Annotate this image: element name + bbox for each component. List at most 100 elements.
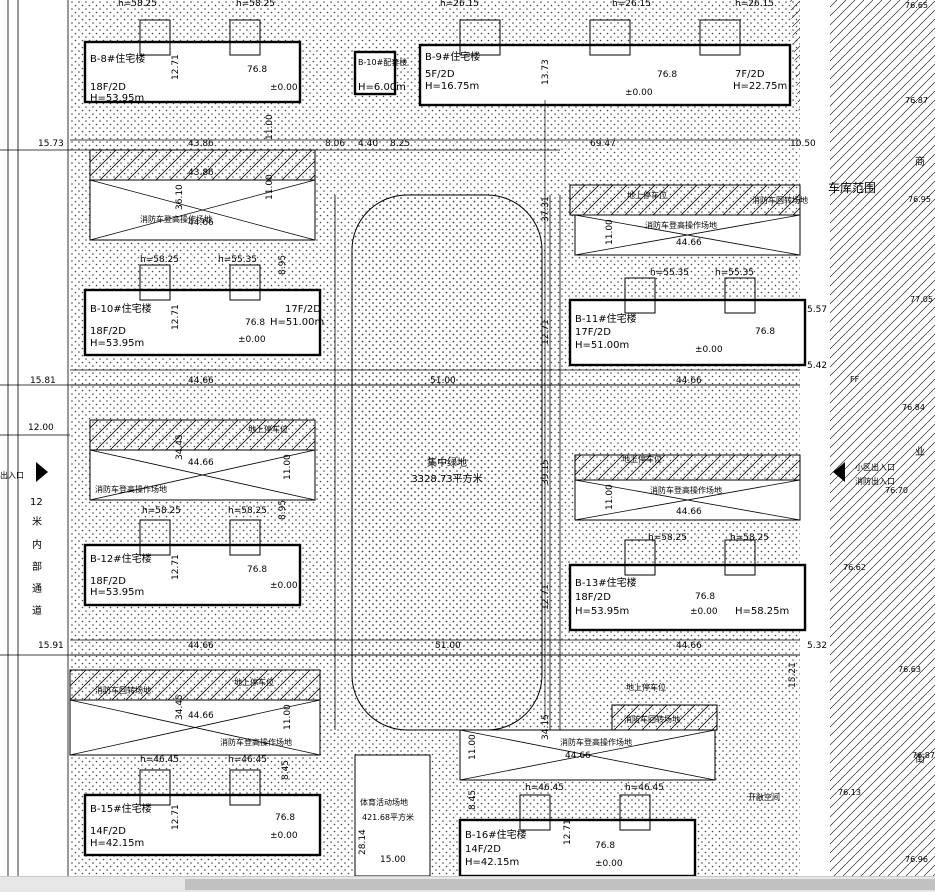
dim-text: 36.10 [175, 184, 185, 210]
elev-text: 76.65 [905, 1, 928, 10]
fire-op-label: 消防车登高操作场地 [650, 485, 722, 495]
entrance-left-label: 出入口 [0, 470, 24, 480]
substation-b10: B-10#配套楼 H=6.00m [353, 50, 407, 96]
ground-parking-label: 地上停车位 [626, 682, 666, 692]
green-area: 3328.73平方米 [411, 472, 482, 485]
sports-area: 体育活动场地 421.68平方米 [354, 754, 431, 877]
b16-level: 76.8 [595, 841, 615, 851]
dim-text: 8.45 [468, 790, 478, 810]
elev-text: 77.05 [910, 295, 933, 304]
b16-zero: ±0.00 [595, 859, 623, 869]
b12-zero: ±0.00 [270, 581, 298, 591]
road-char: 12 [30, 497, 43, 508]
entrance-right-arrow [833, 462, 845, 482]
b9-h-mid: h=26.15 [612, 0, 651, 9]
dim-text: 11.00 [605, 219, 615, 245]
dim-text: 69.47 [590, 139, 616, 149]
b10-floors: 18F/2D [90, 326, 126, 337]
street-char: 街 [915, 752, 925, 765]
b8-h-left: h=58.25 [118, 0, 157, 9]
dim-text: 4.40 [358, 139, 378, 149]
dim-text: 11.00 [283, 454, 293, 480]
dim-text: 44.66 [565, 751, 591, 761]
dim-text: 51.00 [430, 376, 456, 386]
substation-height: H=6.00m [358, 82, 406, 93]
building-b15: B-15#住宅楼 14F/2D H=42.15m h=46.45 h=46.45… [83, 755, 322, 857]
b12-floors: 18F/2D [90, 576, 126, 587]
elev-text: 76.96 [905, 855, 928, 864]
entrance-right-label-1: 小区出入口 [855, 462, 895, 472]
dim-text: 28.14 [358, 829, 368, 855]
b13-h-right: h=58.25 [730, 533, 769, 543]
dim-text: 43.86 [188, 168, 214, 178]
b10-h-right: h=55.35 [218, 255, 257, 265]
dim-text: 8.95 [278, 500, 288, 520]
b9-level: 76.8 [657, 70, 677, 80]
dim-text: 39.15 [541, 459, 551, 485]
scrollbar-thumb[interactable] [185, 879, 935, 890]
elev-text: 76.84 [902, 403, 925, 412]
ground-parking-label: 地上停车位 [248, 424, 288, 434]
elev-text: 76.63 [898, 665, 921, 674]
dim-text: 12.71 [563, 819, 573, 845]
b16-floors: 14F/2D [465, 844, 501, 855]
dim-text: 5.42 [807, 361, 827, 371]
dim-text: 11.00 [283, 704, 293, 730]
elevation-texts: 76.65 76.87 76.95 77.05 76.84 76.70 76.6… [838, 1, 935, 864]
dim-text: 44.66 [188, 376, 214, 386]
dim-text: 8.45 [281, 760, 291, 780]
dim-text: 44.66 [188, 458, 214, 468]
building-b10: B-10#住宅楼 18F/2D H=53.95m 17F/2D H=51.00m… [83, 255, 324, 357]
dim-text: 8.25 [390, 139, 410, 149]
fire-turn-label: 消防车回转场地 [95, 685, 151, 695]
b11-h-right: h=55.35 [715, 268, 754, 278]
b15-height: H=42.15m [90, 838, 144, 849]
ground-parking-label: 地上停车位 [627, 190, 667, 200]
b16-h-left: h=46.45 [525, 783, 564, 793]
b15-floors: 14F/2D [90, 826, 126, 837]
entrance-right-label-2: 消防出入口 [855, 476, 895, 486]
b13-floors: 18F/2D [575, 592, 611, 603]
dim-text: 44.66 [676, 238, 702, 248]
street-char: 业 [915, 446, 925, 458]
b11-level: 76.8 [755, 327, 775, 337]
b15-h-left: h=46.45 [140, 755, 179, 765]
b16-name: B-16#住宅楼 [465, 828, 527, 841]
b10-h-left: h=58.25 [140, 255, 179, 265]
green-title: 集中绿地 [427, 456, 467, 469]
dim-text: 12.71 [171, 54, 181, 80]
elev-text: 76.70 [885, 486, 908, 495]
dim-text: 11.00 [265, 174, 275, 200]
road-char: 道 [32, 604, 42, 617]
b9-floors: 5F/2D [425, 69, 455, 80]
b12-h-right: h=58.25 [228, 506, 267, 516]
dim-text: 44.66 [676, 507, 702, 517]
dimension-texts: 15.73 15.81 15.91 12.00 43.86 43.86 44.6… [28, 54, 827, 865]
elev-text: 76.95 [908, 195, 931, 204]
b8-name: B-8#住宅楼 [90, 52, 145, 65]
dim-text: 11.00 [605, 484, 615, 510]
dim-text: 13.73 [541, 59, 551, 85]
open-space-label: 开敞空间 [748, 792, 780, 802]
b12-level: 76.8 [247, 565, 267, 575]
b8-floors: 18F/2D [90, 82, 126, 93]
building-b11: B-11#住宅楼 17F/2D H=51.00m h=55.35 h=55.35… [568, 268, 807, 367]
building-b16: B-16#住宅楼 14F/2D H=42.15m h=46.45 h=46.45… [458, 783, 697, 878]
building-b8: B-8#住宅楼 18F/2D H=53.95m h=58.25 h=58.25 … [83, 0, 302, 104]
b13-height: H=53.95m [575, 606, 629, 617]
dim-text: 44.66 [188, 641, 214, 651]
elev-text: 76.13 [838, 788, 861, 797]
b8-h-right: h=58.25 [236, 0, 275, 9]
b13-height2: H=58.25m [735, 606, 789, 617]
sports-area-value: 421.68平方米 [362, 812, 414, 822]
road-char: 内 [32, 538, 42, 551]
dim-text: 44.66 [188, 711, 214, 721]
b9-name: B-9#住宅楼 [425, 50, 480, 63]
dim-text: 5.57 [807, 305, 827, 315]
dim-text: 12.00 [28, 423, 54, 433]
b10-level: 76.8 [245, 318, 265, 328]
dim-text: 11.00 [265, 114, 275, 140]
dim-text: 37.31 [541, 196, 551, 222]
b15-zero: ±0.00 [270, 831, 298, 841]
fire-turn-label: 消防车回转场地 [752, 195, 808, 205]
